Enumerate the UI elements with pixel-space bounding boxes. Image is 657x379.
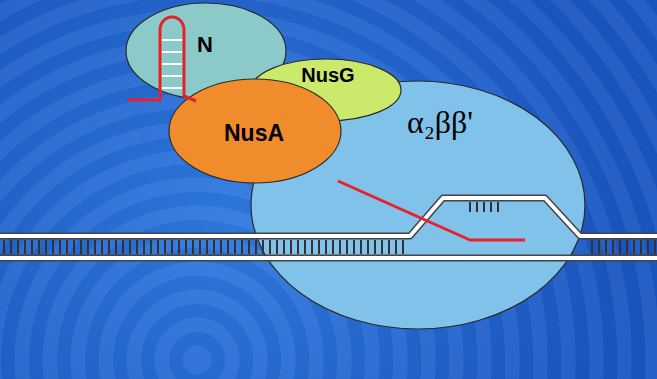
- protein-label: α₂ββ': [407, 104, 473, 141]
- hairpin-rungs: [162, 40, 182, 88]
- protein-label: N: [197, 32, 213, 58]
- protein-nusa: NusA: [168, 78, 342, 184]
- ellipse-fill: [251, 59, 401, 121]
- protein-n: N: [125, 2, 287, 100]
- ellipse-fill: [126, 3, 286, 99]
- rna-strand: [128, 17, 525, 240]
- ellipse-fill: [169, 79, 341, 183]
- protein-nusg: NusG: [250, 58, 402, 122]
- protein-label: NusG: [301, 64, 354, 87]
- rna-polymerase: α₂ββ': [250, 80, 586, 330]
- protein-label: NusA: [224, 120, 284, 147]
- dna-strands: [0, 198, 657, 258]
- ellipse-fill: [251, 81, 585, 329]
